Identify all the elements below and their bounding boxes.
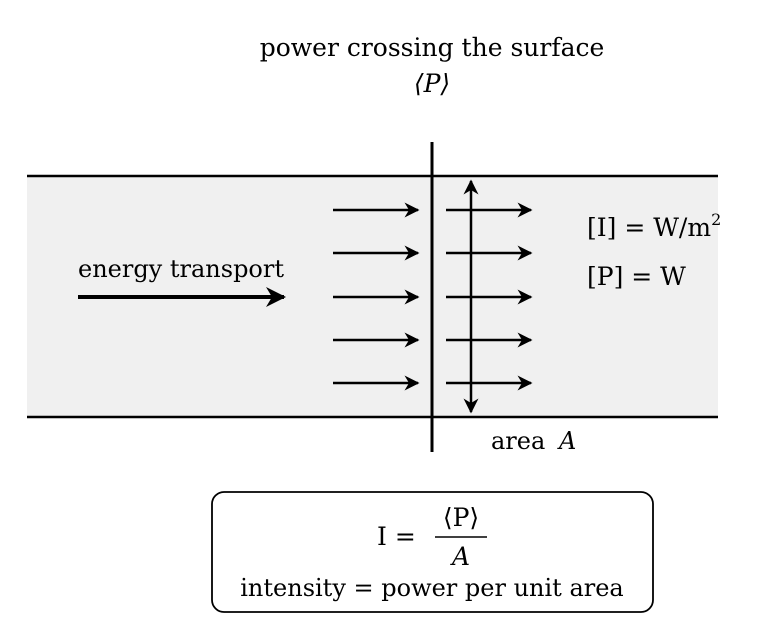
intensity-units-text: [I] = W/m <box>587 213 711 242</box>
formula-caption: intensity = power per unit area <box>240 574 623 602</box>
formula-box <box>211 491 654 613</box>
intensity-units: [I] = W/m2 <box>587 210 721 242</box>
power-units: [P] = W <box>587 262 686 291</box>
title-line2: ⟨P⟩ <box>414 69 450 98</box>
formula-lhs: I = <box>377 522 416 551</box>
formula-numerator: ⟨P⟩ <box>443 503 479 532</box>
area-label: area A <box>491 427 576 455</box>
intensity-units-exponent: 2 <box>711 210 721 229</box>
formula-denominator: A <box>450 542 470 571</box>
incoming-arrows <box>333 202 420 391</box>
area-symbol: A <box>557 427 576 455</box>
outgoing-arrows <box>446 202 533 391</box>
transport-label: energy transport <box>78 255 284 283</box>
title-line1: power crossing the surface <box>260 33 605 62</box>
area-word: area <box>491 427 545 455</box>
